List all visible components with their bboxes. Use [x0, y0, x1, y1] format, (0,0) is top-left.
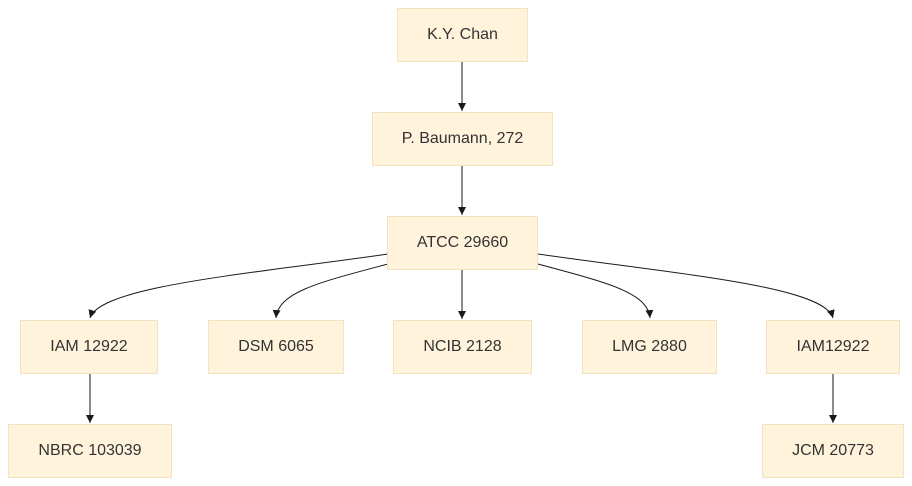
node-label: K.Y. Chan [427, 26, 498, 43]
node-label: LMG 2880 [612, 338, 687, 355]
node-label: IAM12922 [797, 338, 870, 355]
node-lmg-2880[interactable]: LMG 2880 [582, 320, 717, 374]
edge-n3-n7 [537, 263, 654, 319]
node-label: DSM 6065 [238, 338, 314, 355]
edge-n3-n8 [537, 253, 835, 319]
edge-n3-n5 [272, 263, 389, 319]
node-dsm-6065[interactable]: DSM 6065 [208, 320, 344, 374]
node-label: NCIB 2128 [423, 338, 501, 355]
node-nbrc-103039[interactable]: NBRC 103039 [8, 424, 172, 478]
node-jcm-20773[interactable]: JCM 20773 [762, 424, 904, 478]
node-label: JCM 20773 [792, 442, 874, 459]
node-iam12922[interactable]: IAM12922 [766, 320, 900, 374]
node-iam-12922[interactable]: IAM 12922 [20, 320, 158, 374]
node-label: IAM 12922 [50, 338, 127, 355]
node-ncib-2128[interactable]: NCIB 2128 [393, 320, 532, 374]
edge-n3-n4 [88, 253, 389, 319]
node-p-baumann[interactable]: P. Baumann, 272 [372, 112, 553, 166]
node-label: NBRC 103039 [38, 442, 141, 459]
node-ky-chan[interactable]: K.Y. Chan [397, 8, 528, 62]
node-label: ATCC 29660 [417, 234, 508, 251]
node-label: P. Baumann, 272 [402, 130, 524, 147]
node-atcc-29660[interactable]: ATCC 29660 [387, 216, 538, 270]
